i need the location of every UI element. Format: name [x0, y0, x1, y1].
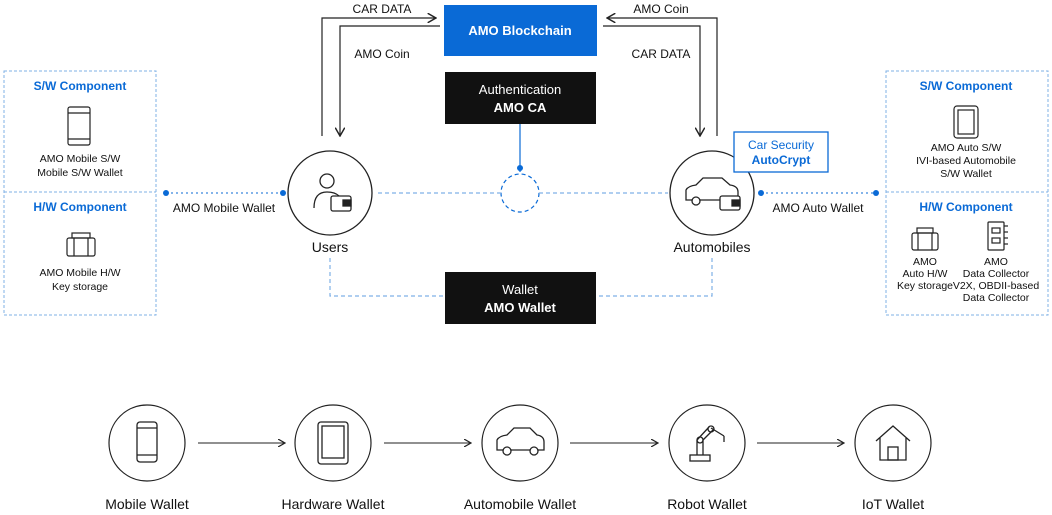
right-sw-title: S/W Component [920, 79, 1013, 93]
flow-robot-wallet: Robot Wallet [667, 404, 747, 512]
mobile-phone-icon [67, 106, 91, 146]
right-hw-title: H/W Component [919, 200, 1012, 214]
right-hw-b-line4: Data Collector [963, 292, 1030, 304]
flow-mobile-wallet: Mobile Wallet [105, 404, 189, 512]
auto-link: AMO Auto Wallet [758, 190, 879, 215]
left-sw-line1: AMO Mobile S/W [40, 153, 121, 165]
right-hw-a-line1: AMO [913, 256, 937, 268]
right-arrows: AMO Coin CAR DATA [603, 2, 718, 136]
flow-hardware-wallet: Hardware Wallet [282, 404, 385, 512]
hardware-key-icon [911, 227, 939, 251]
car-security-badge: Car Security AutoCrypt [733, 131, 829, 173]
flow-label-0: Mobile Wallet [105, 496, 189, 512]
security-line2: AutoCrypt [752, 153, 811, 167]
amo-auto-wallet-label: AMO Auto Wallet [773, 201, 865, 215]
left-hw-title: H/W Component [33, 200, 126, 214]
right-sw-line3: S/W Wallet [940, 168, 992, 180]
wallet-line2: AMO Wallet [484, 300, 556, 315]
automobiles-label: Automobiles [673, 239, 750, 255]
mobile-phone-icon [136, 421, 158, 463]
house-icon [875, 425, 911, 461]
right-hw-a-line2: Auto H/W [903, 268, 948, 280]
robot-arm-icon [689, 425, 725, 462]
right-hw-b-line3: V2X, OBDII-based [953, 280, 1040, 292]
wallet-flow: Mobile Wallet Hardware Wallet Automobile… [105, 404, 932, 512]
security-line1: Car Security [748, 138, 814, 152]
amo-coin-label-right: AMO Coin [633, 2, 688, 16]
auth-line2: AMO CA [494, 100, 547, 115]
left-component-panel: S/W Component AMO Mobile S/W Mobile S/W … [3, 70, 157, 316]
users-node: Users [287, 150, 373, 255]
users-label: Users [312, 239, 349, 255]
flow-automobile-wallet: Automobile Wallet [464, 404, 576, 512]
tablet-icon [953, 105, 979, 139]
flow-label-1: Hardware Wallet [282, 496, 385, 512]
wallet-line1: Wallet [502, 282, 538, 297]
amo-blockchain-box: AMO Blockchain [444, 5, 597, 56]
amo-blockchain-label: AMO Blockchain [468, 23, 571, 38]
flow-label-3: Robot Wallet [667, 496, 747, 512]
car-data-label-left: CAR DATA [353, 2, 412, 16]
chip-icon [987, 221, 1008, 251]
left-sw-title: S/W Component [34, 79, 127, 93]
flow-label-4: IoT Wallet [862, 496, 924, 512]
flow-label-2: Automobile Wallet [464, 496, 576, 512]
right-hw-b-line2: Data Collector [963, 268, 1030, 280]
right-sw-line1: AMO Auto S/W [931, 142, 1002, 154]
left-sw-line2: Mobile S/W Wallet [37, 167, 122, 179]
right-component-panel: S/W Component AMO Auto S/W IVI-based Aut… [885, 70, 1049, 316]
center-node [500, 173, 540, 213]
tablet-icon [317, 421, 349, 465]
car-icon [496, 427, 545, 456]
amo-coin-label-left: AMO Coin [354, 47, 409, 61]
right-hw-b-line1: AMO [984, 256, 1008, 268]
users-link: AMO Mobile Wallet [163, 190, 286, 215]
automobiles-node: Automobiles [669, 150, 755, 255]
auth-line1: Authentication [479, 82, 561, 97]
car-data-label-right: CAR DATA [632, 47, 691, 61]
hardware-key-icon [66, 232, 96, 257]
right-sw-line2: IVI-based Automobile [916, 155, 1016, 167]
wallet-box: Wallet AMO Wallet [445, 272, 596, 324]
left-hw-line1: AMO Mobile H/W [39, 267, 120, 279]
right-hw-a-line3: Key storage [897, 280, 953, 292]
amo-mobile-wallet-label: AMO Mobile Wallet [173, 201, 276, 215]
car-wallet-icon [685, 177, 741, 211]
flow-iot-wallet: IoT Wallet [854, 404, 932, 512]
left-hw-line2: Key storage [52, 281, 108, 293]
left-arrows: CAR DATA AMO Coin [321, 2, 440, 136]
authentication-box: Authentication AMO CA [445, 72, 596, 124]
user-wallet-icon [313, 173, 352, 212]
